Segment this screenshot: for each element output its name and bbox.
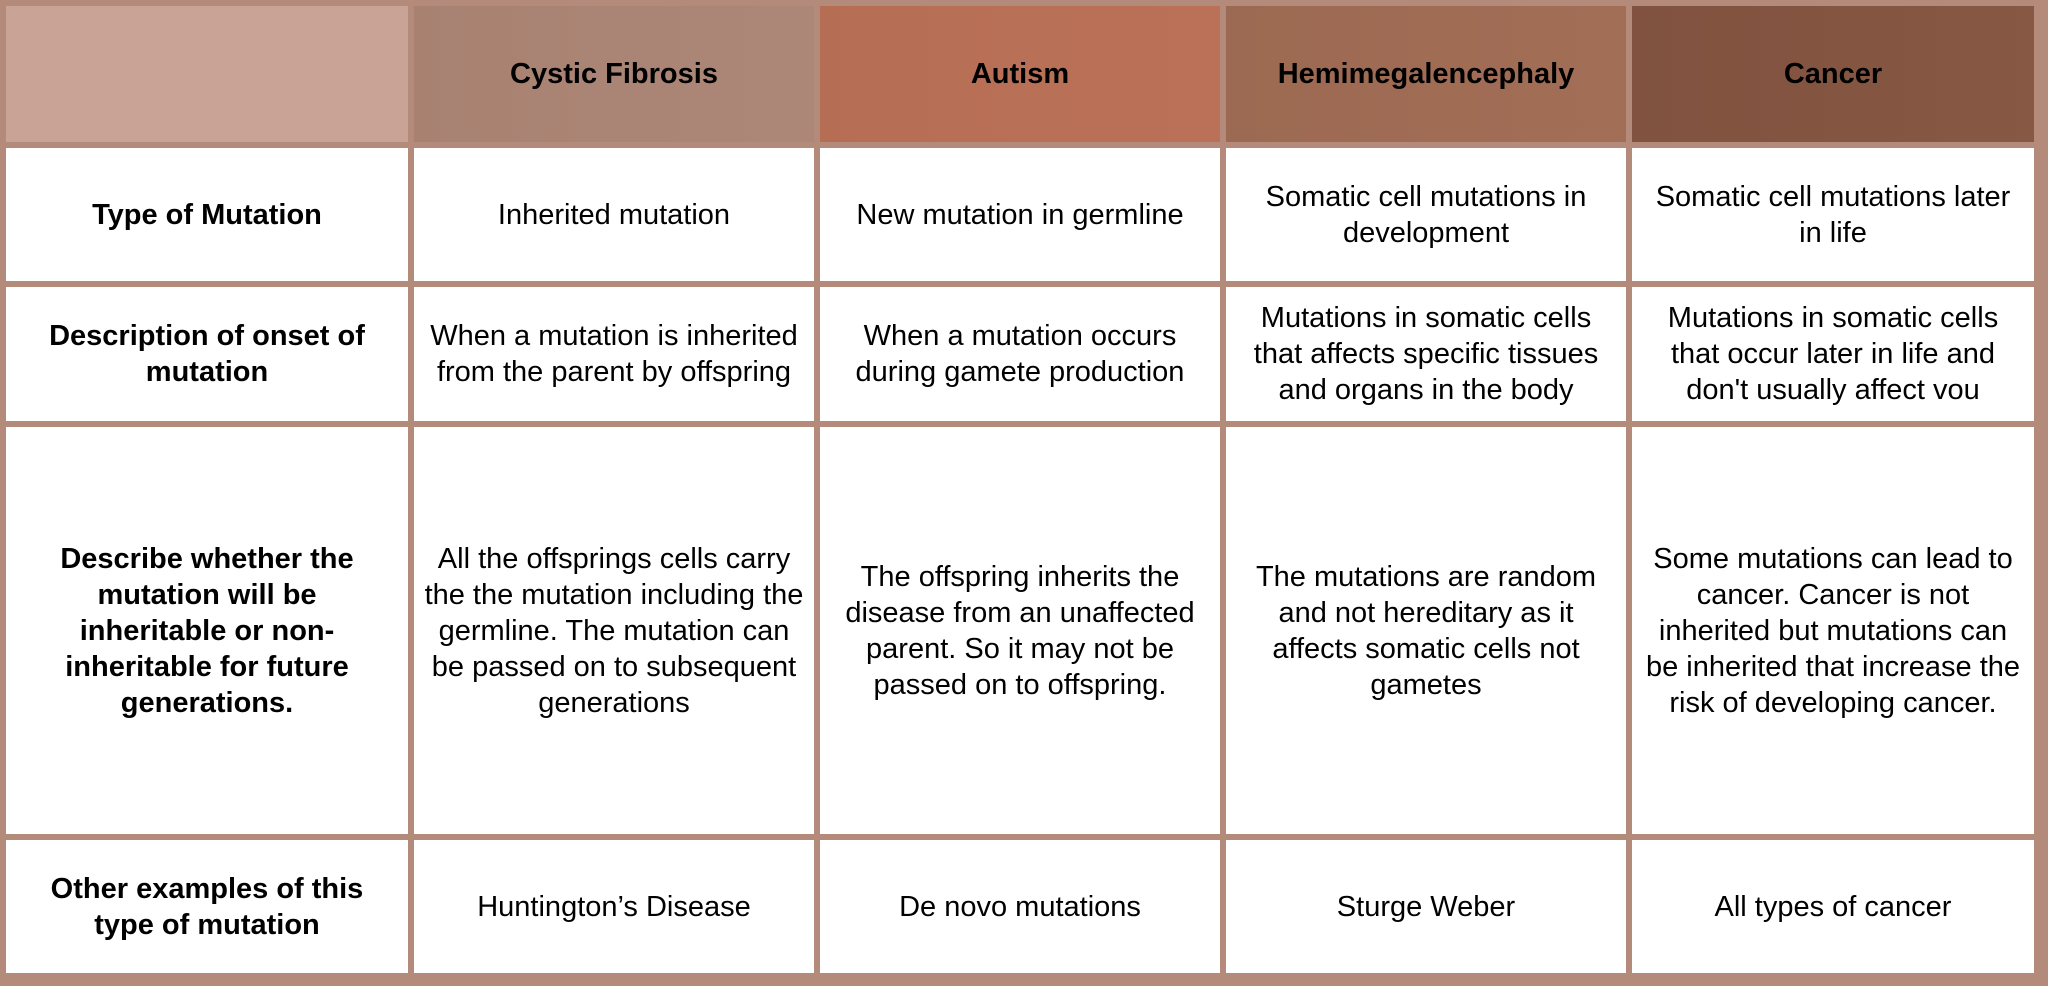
table-cell: Somatic cell mutations in development xyxy=(1226,148,1626,281)
table-cell: Huntington’s Disease xyxy=(414,840,814,973)
table-cell: De novo mutations xyxy=(820,840,1220,973)
header-hemimegalencephaly: Hemimegalencephaly xyxy=(1226,6,1626,142)
table-cell: Inherited mutation xyxy=(414,148,814,281)
table-cell: When a mutation occurs during gamete pro… xyxy=(820,287,1220,421)
table-cell: When a mutation is inherited from the pa… xyxy=(414,287,814,421)
table-cell: The mutations are random and not heredit… xyxy=(1226,427,1626,834)
table-cell: Sturge Weber xyxy=(1226,840,1626,973)
table-cell: New mutation in germline xyxy=(820,148,1220,281)
row-header-other-examples: Other examples of this type of mutation xyxy=(6,840,408,973)
table-cell: Mutations in somatic cells that affects … xyxy=(1226,287,1626,421)
table-cell: Some mutations can lead to cancer. Cance… xyxy=(1632,427,2034,834)
header-autism: Autism xyxy=(820,6,1220,142)
row-header-type-of-mutation: Type of Mutation xyxy=(6,148,408,281)
header-cancer: Cancer xyxy=(1632,6,2034,142)
table-cell: All the offsprings cells carry the the m… xyxy=(414,427,814,834)
table-cell: Somatic cell mutations later in life xyxy=(1632,148,2034,281)
row-header-inheritability: Describe whether the mutation will be in… xyxy=(6,427,408,834)
header-corner-cell xyxy=(6,6,408,142)
row-header-description-of-onset: Description of onset of mutation xyxy=(6,287,408,421)
table-cell: All types of cancer xyxy=(1632,840,2034,973)
table-cell: Mutations in somatic cells that occur la… xyxy=(1632,287,2034,421)
table-cell: The offspring inherits the disease from … xyxy=(820,427,1220,834)
header-cystic-fibrosis: Cystic Fibrosis xyxy=(414,6,814,142)
